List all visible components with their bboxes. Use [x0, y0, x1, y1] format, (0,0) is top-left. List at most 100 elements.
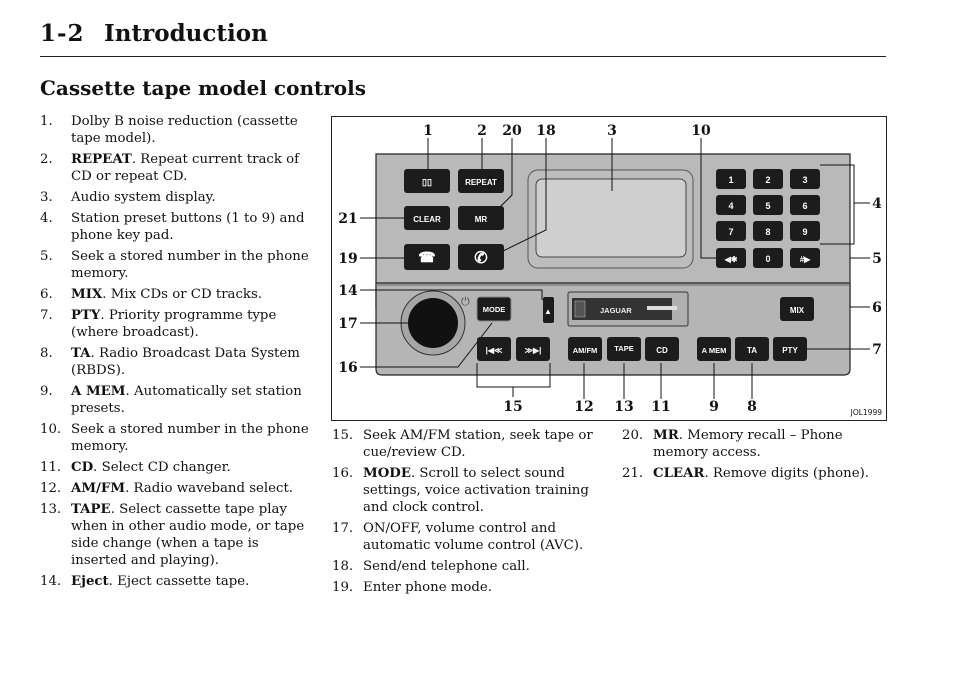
am-fm-button[interactable]	[568, 337, 602, 361]
item-number: 15.	[332, 428, 354, 443]
mode-button[interactable]	[476, 296, 512, 322]
item-keyword: CD	[71, 460, 94, 475]
star-button[interactable]	[716, 248, 746, 268]
preset-5-button[interactable]	[753, 195, 783, 215]
preset-3-label: 3	[802, 175, 807, 185]
phone-mode-button[interactable]	[404, 244, 450, 270]
dolby-button[interactable]	[404, 169, 450, 193]
item-number: 17.	[332, 521, 354, 536]
list-item: 1.Dolby B noise reduction (cassette tape…	[40, 113, 310, 147]
item-number: 21.	[622, 466, 644, 481]
key-0-button[interactable]	[753, 248, 783, 268]
item-text: . Radio waveband select.	[125, 481, 294, 496]
seek-back-button[interactable]	[477, 337, 511, 361]
preset-1-button[interactable]	[716, 169, 746, 189]
item-text: . Memory recall – Phone memory access.	[653, 428, 843, 460]
tape-label: TAPE	[614, 344, 633, 353]
callout-4: 4	[872, 196, 882, 212]
callout-8: 8	[747, 399, 757, 415]
list-item: 19. Enter phone mode.	[332, 579, 602, 596]
item-text: Send/end telephone call.	[363, 559, 530, 574]
item-text: . Repeat current track of CD or repeat C…	[71, 152, 300, 184]
preset-2-button[interactable]	[753, 169, 783, 189]
preset-8-button[interactable]	[753, 221, 783, 241]
hash-button[interactable]	[790, 248, 820, 268]
cd-button[interactable]	[645, 337, 679, 361]
item-number: 6.	[40, 287, 53, 302]
list-item: 21. CLEAR. Remove digits (phone).	[622, 465, 884, 482]
item-keyword: MIX	[71, 287, 103, 302]
send-end-call-button[interactable]	[458, 244, 504, 270]
item-number: 1.	[40, 114, 53, 129]
figure-code: JOL1999	[850, 408, 882, 417]
clear-label: CLEAR	[413, 215, 441, 224]
clear-button[interactable]	[404, 206, 450, 230]
item-number: 16.	[332, 466, 354, 481]
item-text: Seek a stored number in the phone memory…	[71, 422, 309, 454]
item-text: Seek a stored number in the phone memory…	[71, 249, 309, 281]
list-item: 12.AM/FM. Radio waveband select.	[40, 480, 310, 497]
cassette-indicator	[574, 300, 586, 318]
item-text: Enter phone mode.	[363, 580, 493, 595]
callout-11: 11	[651, 399, 670, 415]
item-number: 3.	[40, 190, 53, 205]
item-keyword: TA	[71, 346, 91, 361]
star-icon: ◀✱	[724, 255, 738, 264]
am-fm-label: AM/FM	[573, 346, 598, 355]
volume-knob[interactable]	[408, 298, 458, 348]
tape-button[interactable]	[607, 337, 641, 361]
key-0-label: 0	[765, 254, 770, 264]
mr-button[interactable]	[458, 206, 504, 230]
item-keyword: MODE	[363, 466, 411, 481]
callout-10: 10	[691, 123, 711, 139]
item-number: 19.	[332, 580, 354, 595]
ta-button[interactable]	[735, 337, 769, 361]
item-keyword: CLEAR	[653, 466, 705, 481]
controls-list-left: 1.Dolby B noise reduction (cassette tape…	[40, 113, 310, 594]
preset-3-button[interactable]	[790, 169, 820, 189]
item-number: 10.	[40, 422, 62, 437]
preset-6-label: 6	[802, 201, 807, 211]
controls-list-middle: 15.Seek AM/FM station, seek tape or cue/…	[332, 427, 602, 600]
callout-19: 19	[338, 251, 357, 267]
item-text: . Remove digits (phone).	[704, 466, 870, 481]
telephone-icon: ☎	[418, 249, 435, 265]
a-mem-button[interactable]	[697, 337, 731, 361]
seek-forward-button[interactable]	[516, 337, 550, 361]
item-keyword: Eject	[71, 574, 109, 589]
item-number: 8.	[40, 346, 53, 361]
radio-cassette-figure: JAGUAR ⏻	[331, 116, 887, 421]
preset-8-label: 8	[765, 227, 770, 237]
preset-6-button[interactable]	[790, 195, 820, 215]
button-group: ▯▯ REPEAT CLEAR MR ☎ ✆ MODE ▲ |◀≪ ≫▶| AM…	[404, 169, 820, 361]
item-keyword: MR	[653, 428, 679, 443]
item-keyword: TAPE	[71, 502, 111, 517]
mix-button[interactable]	[780, 297, 814, 321]
item-number: 14.	[40, 574, 62, 589]
preset-7-button[interactable]	[716, 221, 746, 241]
eject-icon: ▲	[544, 307, 552, 316]
section-title: Cassette tape model controls	[40, 76, 366, 100]
list-item: 13.TAPE. Select cassette tape play when …	[40, 501, 310, 569]
item-text: . Mix CDs or CD tracks.	[102, 287, 263, 302]
eject-button[interactable]	[543, 297, 554, 323]
list-item: 14.Eject. Eject cassette tape.	[40, 573, 310, 590]
radio-panel-illustration: JAGUAR ⏻	[338, 123, 882, 415]
preset-9-button[interactable]	[790, 221, 820, 241]
pty-label: PTY	[782, 346, 798, 355]
list-item: 2.REPEAT. Repeat current track of CD or …	[40, 151, 310, 185]
list-item: 9.A MEM. Automatically set station prese…	[40, 383, 310, 417]
callout-14: 14	[338, 283, 358, 299]
item-number: 2.	[40, 152, 53, 167]
pty-button[interactable]	[773, 337, 807, 361]
preset-4-button[interactable]	[716, 195, 746, 215]
repeat-button[interactable]	[458, 169, 504, 193]
brand-logo: JAGUAR	[600, 306, 632, 315]
item-text: . Select cassette tape play when in othe…	[71, 502, 305, 568]
item-text: . Automatically set station presets.	[71, 384, 302, 416]
controls-list-right: 20.MR. Memory recall – Phone memory acce…	[622, 427, 884, 486]
preset-2-label: 2	[765, 175, 770, 185]
mix-label: MIX	[790, 306, 805, 315]
callout-9: 9	[709, 399, 719, 415]
callout-20: 20	[502, 123, 522, 139]
